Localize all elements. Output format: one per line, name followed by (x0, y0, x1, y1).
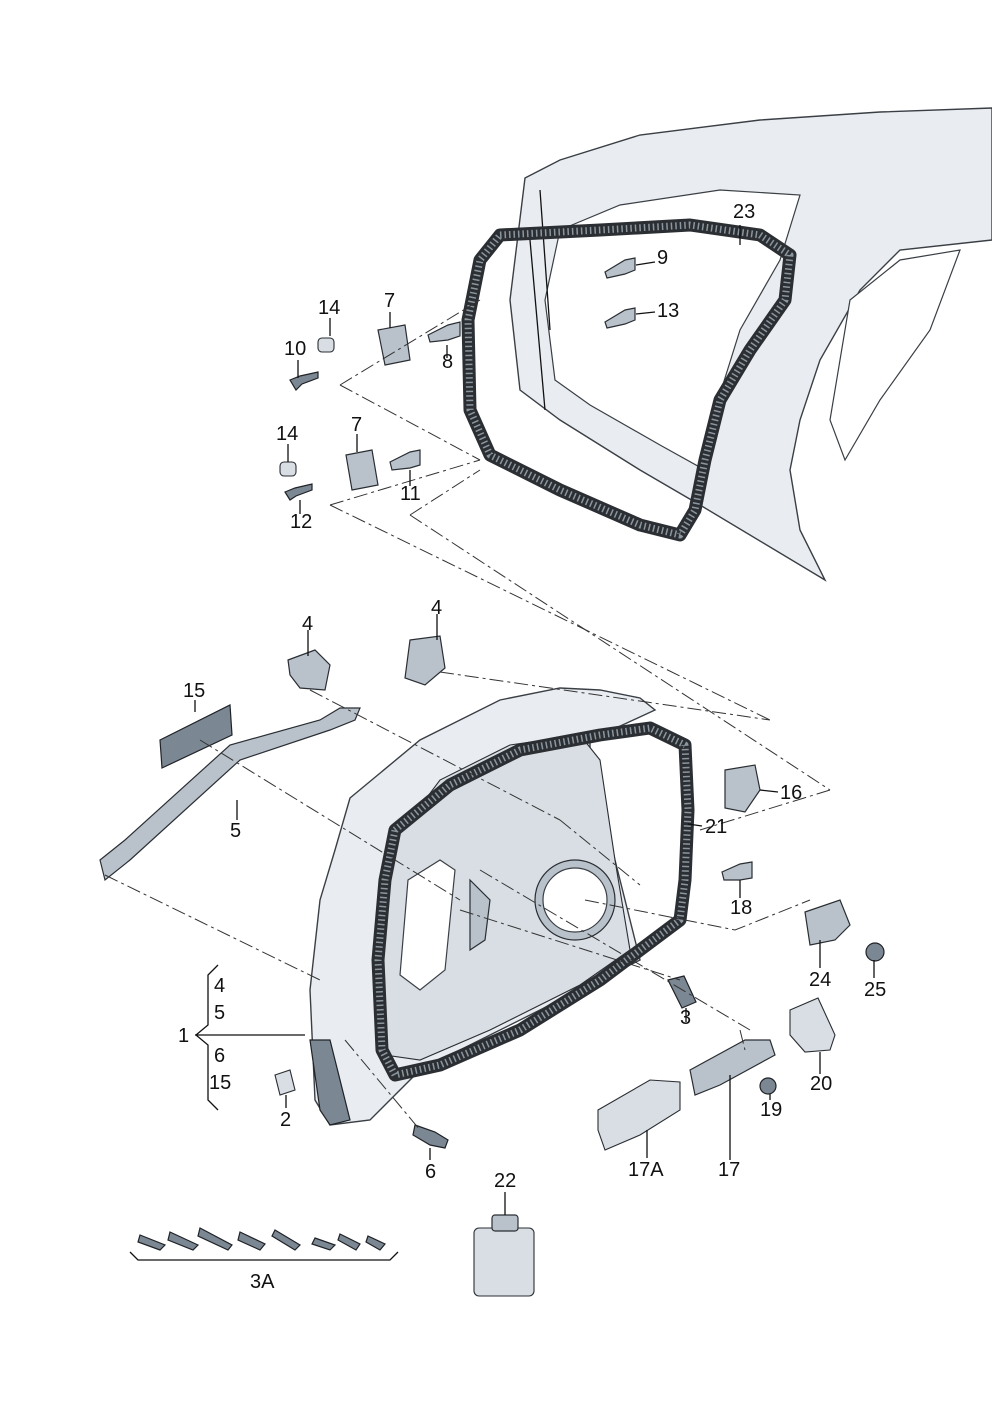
bolt-12 (284, 483, 313, 501)
group-item-5: 5 (214, 1002, 225, 1024)
bolt-13 (604, 307, 636, 329)
callout-16: 16 (780, 782, 802, 804)
callout-4-right: 4 (431, 597, 442, 619)
door-seal-21 (371, 721, 695, 1082)
callout-22: 22 (494, 1170, 516, 1192)
callout-17A: 17A (628, 1159, 664, 1181)
callout-12: 12 (290, 511, 312, 533)
hinge-7-upper (377, 324, 411, 366)
grommet-2 (274, 1069, 296, 1096)
callout-19: 19 (760, 1099, 782, 1121)
sealant-bottle-22 (473, 1214, 535, 1297)
bushing-14-lower (279, 461, 297, 477)
reinforcement-bar-5 (99, 707, 361, 882)
callout-7-lower: 7 (351, 414, 362, 436)
callout-4-left: 4 (302, 613, 313, 635)
callout-3: 3 (680, 1007, 691, 1029)
callout-18: 18 (730, 897, 752, 919)
hinge-4-left (287, 649, 331, 691)
callout-13: 13 (657, 300, 679, 322)
callout-labels: 23 9 13 14 7 10 8 14 7 11 12 4 4 15 5 16… (178, 201, 886, 1293)
callout-1: 1 (178, 1025, 189, 1047)
body-seal-23 (461, 218, 797, 542)
callout-25: 25 (864, 979, 886, 1001)
callout-17: 17 (718, 1159, 740, 1181)
callout-15: 15 (183, 680, 205, 702)
callout-8: 8 (442, 351, 453, 373)
cover-20 (789, 997, 836, 1053)
bolt-11 (389, 449, 421, 471)
callout-20: 20 (810, 1073, 832, 1095)
callout-14-lower: 14 (276, 423, 298, 445)
bolt-18 (721, 861, 753, 881)
handle-bracket-17 (689, 1039, 776, 1096)
callout-9: 9 (657, 247, 668, 269)
bushing-14-upper (317, 337, 335, 353)
callout-14-upper: 14 (318, 297, 340, 319)
callout-11: 11 (400, 483, 421, 505)
callout-10: 10 (284, 338, 306, 360)
group-item-15: 15 (209, 1072, 231, 1094)
plug-3 (667, 975, 697, 1009)
handle-17A (597, 1079, 681, 1151)
hinge-7-lower (345, 449, 379, 491)
striker-24 (804, 899, 851, 946)
group-item-6: 6 (214, 1045, 225, 1067)
bolt-6 (412, 1124, 449, 1149)
callout-23: 23 (733, 201, 755, 223)
bolt-9 (604, 257, 636, 279)
callout-2: 2 (280, 1109, 291, 1131)
assembly-lines (104, 299, 831, 1131)
bolt-8 (427, 321, 461, 343)
callout-21: 21 (705, 816, 727, 838)
door-shell (309, 687, 657, 1126)
hinge-4-right (404, 635, 446, 686)
callout-5: 5 (230, 820, 241, 842)
group-item-4: 4 (214, 975, 225, 997)
callout-6: 6 (425, 1161, 436, 1183)
adhesive-pad-15 (159, 704, 233, 769)
bolt-19 (759, 1077, 777, 1095)
callout-24: 24 (809, 969, 831, 991)
callout-7-upper: 7 (384, 290, 395, 312)
fastener-set-3A (137, 1227, 386, 1251)
check-strap-16 (724, 764, 761, 813)
bolt-10 (289, 371, 319, 391)
leader-lines (129, 225, 875, 1261)
callout-3A: 3A (250, 1271, 275, 1293)
bolt-25 (865, 942, 885, 962)
